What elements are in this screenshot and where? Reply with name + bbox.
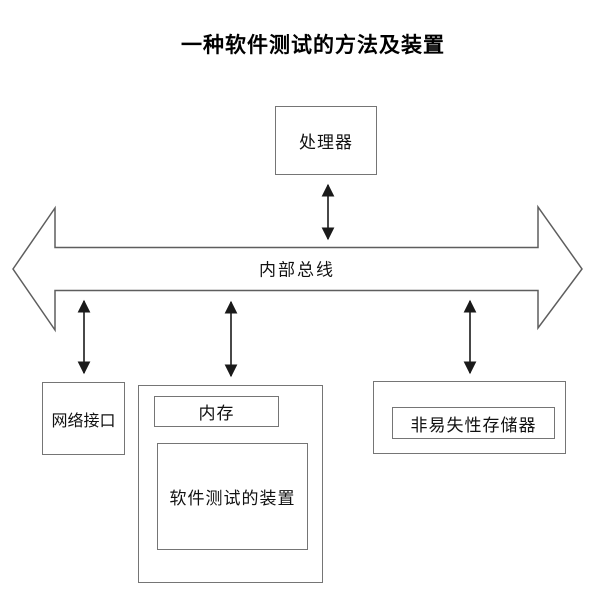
nvm-container-box: 非易失性存储器 xyxy=(373,381,566,454)
network-interface-box: 网络接口 xyxy=(42,382,125,455)
processor-label: 处理器 xyxy=(299,133,353,152)
nvm-box: 非易失性存储器 xyxy=(392,407,555,439)
memory-box: 内存 xyxy=(154,396,279,427)
memory-container-box: 内存 软件测试的装置 xyxy=(138,385,323,583)
figure-title: 一种软件测试的方法及装置 xyxy=(181,34,445,57)
bus-label: 内部总线 xyxy=(259,260,335,280)
nvm-label: 非易失性存储器 xyxy=(410,415,537,435)
software-testing-device-label: 软件测试的装置 xyxy=(169,489,296,508)
network-interface-label: 网络接口 xyxy=(51,412,116,430)
processor-box: 处理器 xyxy=(275,106,377,175)
software-testing-device-box: 软件测试的装置 xyxy=(157,443,308,550)
memory-label: 内存 xyxy=(198,404,235,423)
